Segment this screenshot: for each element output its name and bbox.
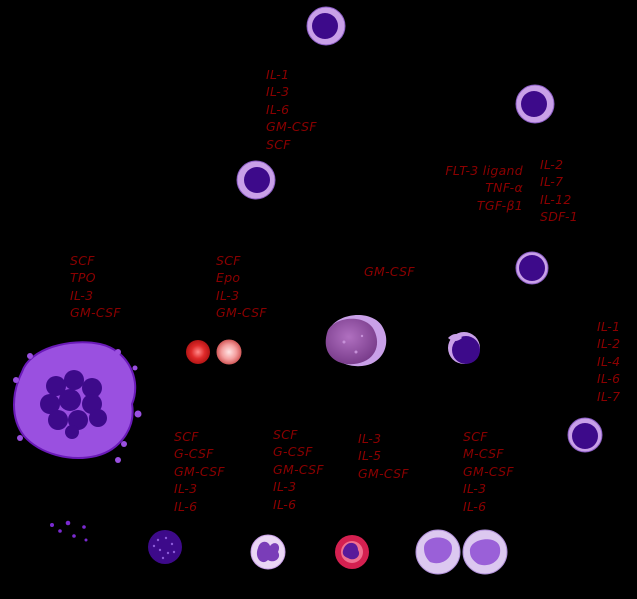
cytokine-label: IL-1 <box>597 319 621 334</box>
cytokine-label: GM-CSF <box>216 305 267 321</box>
neutrophil-cell <box>250 534 286 570</box>
cytokines-lymphoid-right: IL-2 IL-7 IL-12 SDF-1 <box>540 156 578 226</box>
cytokine-label: IL-3 <box>70 287 94 303</box>
monocyte-cell-1 <box>415 529 461 575</box>
cytokine-label: IL-2 <box>597 336 621 352</box>
cytokine-label: M-CSF <box>463 446 504 462</box>
myeloid-progenitor-cell <box>236 160 276 200</box>
cytokines-basophil: SCF G-CSF GM-CSF IL-3 IL-6 <box>174 428 225 515</box>
platelets <box>50 520 88 542</box>
cytokine-label: SCF <box>273 427 298 442</box>
lymphocyte-cell <box>515 251 549 285</box>
cytokine-label: TPO <box>70 270 96 286</box>
cytokine-label: IL-3 <box>266 84 290 100</box>
cytokine-label: IL-3 <box>216 287 240 303</box>
cytokine-label: IL-7 <box>597 388 621 404</box>
cytokine-label: Epo <box>216 270 241 286</box>
cytokine-label: IL-4 <box>597 353 621 369</box>
cytokine-label: G-CSF <box>273 444 313 460</box>
nk-cell <box>448 332 480 364</box>
cytokine-label: SCF <box>463 429 488 444</box>
cytokine-label: SCF <box>216 253 241 268</box>
cytokine-label: SDF-1 <box>540 209 579 225</box>
cytokine-label: GM-CSF <box>364 264 415 279</box>
cytokine-label: GM-CSF <box>273 461 324 477</box>
cytokine-label: IL-2 <box>540 157 564 172</box>
basophil-cell <box>148 530 182 564</box>
cytokine-label: SCF <box>70 253 95 268</box>
cytokine-label: GM-CSF <box>358 465 409 481</box>
cytokines-megakaryocyte: SCF TPO IL-3 GM-CSF <box>70 252 121 322</box>
monocyte-cell-2 <box>462 529 508 575</box>
cytokine-label: IL-1 <box>266 67 290 82</box>
cytokine-label: IL-6 <box>273 496 297 512</box>
cytokine-label: IL-6 <box>463 498 487 514</box>
cytokine-label: IL-12 <box>540 191 572 207</box>
cytokine-label: IL-3 <box>174 481 198 497</box>
cytokine-label: IL-6 <box>174 498 198 514</box>
cytokines-eosinophil: IL-3 IL-5 GM-CSF <box>358 430 409 482</box>
cytokine-label: FLT-3 ligand <box>445 163 523 178</box>
lymphoid-progenitor-cell <box>515 84 555 124</box>
cytokines-lymphoid-left: FLT-3 ligand TNF-α TGF-β1 <box>445 162 523 214</box>
cytokine-label: G-CSF <box>174 446 214 462</box>
cytokines-neutrophil: SCF G-CSF GM-CSF IL-3 IL-6 <box>273 426 324 513</box>
cytokine-label: SCF <box>266 136 291 152</box>
eosinophil-cell <box>335 535 369 569</box>
cytokine-label: TNF-α <box>485 180 523 196</box>
cytokine-label: GM-CSF <box>463 463 514 479</box>
cytokines-mast-cell: GM-CSF <box>364 263 415 280</box>
cytokine-label: TGF-β1 <box>476 197 523 213</box>
stem-cell <box>306 6 346 46</box>
cytokine-label: IL-3 <box>358 431 382 446</box>
cytokines-progenitor: IL-1 IL-3 IL-6 GM-CSF SCF <box>266 66 317 153</box>
megakaryocyte-cell <box>13 341 142 463</box>
cytokine-label: GM-CSF <box>174 463 225 479</box>
cytokine-label: IL-5 <box>358 448 382 464</box>
cytokines-monocyte: SCF M-CSF GM-CSF IL-3 IL-6 <box>463 428 514 515</box>
cytokine-label: GM-CSF <box>266 119 317 135</box>
erythrocyte-cell <box>186 340 210 364</box>
cytokine-label: IL-7 <box>540 174 564 190</box>
t-cell <box>567 417 603 453</box>
cytokine-label: IL-6 <box>597 371 621 387</box>
cytokines-t-cell: IL-1 IL-2 IL-4 IL-6 IL-7 <box>597 318 620 405</box>
cytokine-label: IL-3 <box>273 479 297 495</box>
reticulocyte-cell <box>216 339 242 365</box>
cytokines-erythrocyte: SCF Epo IL-3 GM-CSF <box>216 252 267 322</box>
cytokine-label: IL-3 <box>463 481 487 497</box>
cytokine-label: IL-6 <box>266 101 290 117</box>
cytokine-label: GM-CSF <box>70 305 121 321</box>
mast-cell <box>325 314 387 367</box>
cytokine-label: SCF <box>174 429 199 444</box>
